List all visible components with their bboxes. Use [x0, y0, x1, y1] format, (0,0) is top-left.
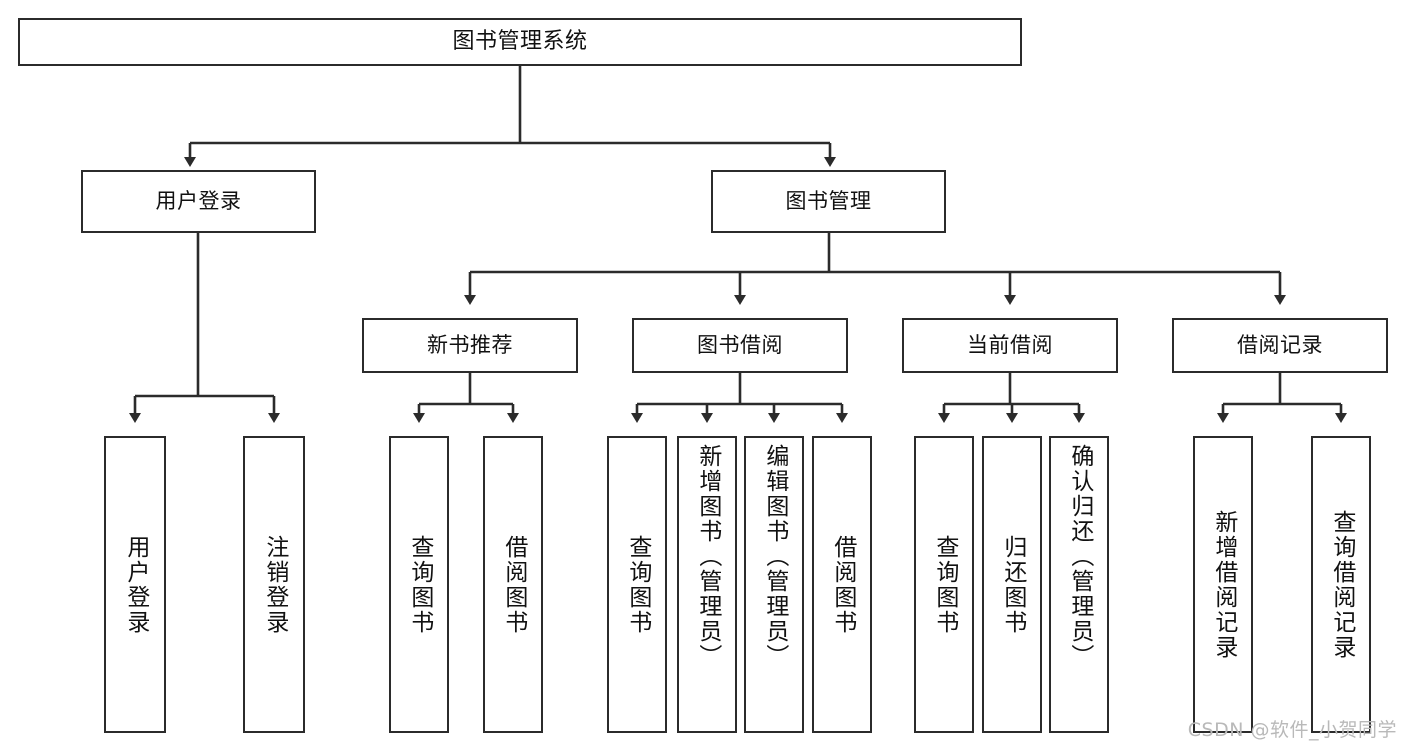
node-leaf-query-record-label: 查询借阅记录: [1328, 509, 1355, 660]
node-new-book-recommend-label: 新书推荐: [427, 333, 513, 358]
node-new-book-recommend[interactable]: 新书推荐: [362, 318, 578, 373]
node-leaf-return-book-label: 归还图书: [999, 534, 1026, 635]
node-book-borrow[interactable]: 图书借阅: [632, 318, 848, 373]
node-book-management-label: 图书管理: [785, 189, 872, 214]
node-leaf-borrow-book-2[interactable]: 借阅图书: [812, 436, 872, 733]
node-leaf-borrow-book-1[interactable]: 借阅图书: [483, 436, 543, 733]
node-user-login-label: 用户登录: [155, 189, 242, 214]
node-leaf-confirm-return[interactable]: 确认归还（管理员）: [1049, 436, 1109, 733]
node-leaf-add-record-label: 新增借阅记录: [1210, 509, 1237, 660]
node-leaf-edit-book-label: 编辑图书（管理员）: [761, 444, 788, 669]
node-leaf-borrow-book-2-label: 借阅图书: [829, 534, 856, 635]
node-leaf-user-login-label: 用户登录: [122, 534, 149, 635]
node-leaf-borrow-book-1-label: 借阅图书: [500, 534, 527, 635]
node-leaf-confirm-return-label: 确认归还（管理员）: [1066, 444, 1093, 669]
node-leaf-edit-book[interactable]: 编辑图书（管理员）: [744, 436, 804, 733]
node-user-login[interactable]: 用户登录: [81, 170, 316, 233]
node-leaf-query-book-3-label: 查询图书: [931, 534, 958, 635]
node-leaf-query-book-1[interactable]: 查询图书: [389, 436, 449, 733]
node-current-borrow-label: 当前借阅: [967, 333, 1053, 358]
node-book-management[interactable]: 图书管理: [711, 170, 946, 233]
node-leaf-query-book-3[interactable]: 查询图书: [914, 436, 974, 733]
node-leaf-query-book-1-label: 查询图书: [406, 534, 433, 635]
node-root-label: 图书管理系统: [452, 29, 588, 55]
node-leaf-return-book[interactable]: 归还图书: [982, 436, 1042, 733]
node-leaf-user-login[interactable]: 用户登录: [104, 436, 166, 733]
node-leaf-add-book-label: 新增图书（管理员）: [694, 444, 721, 669]
node-leaf-add-book[interactable]: 新增图书（管理员）: [677, 436, 737, 733]
node-borrow-record-label: 借阅记录: [1237, 333, 1323, 358]
node-leaf-query-record[interactable]: 查询借阅记录: [1311, 436, 1371, 733]
node-root[interactable]: 图书管理系统: [18, 18, 1022, 66]
node-leaf-user-logout-label: 注销登录: [261, 534, 288, 635]
node-leaf-user-logout[interactable]: 注销登录: [243, 436, 305, 733]
node-book-borrow-label: 图书借阅: [697, 333, 783, 358]
node-borrow-record[interactable]: 借阅记录: [1172, 318, 1388, 373]
node-leaf-add-record[interactable]: 新增借阅记录: [1193, 436, 1253, 733]
node-leaf-query-book-2[interactable]: 查询图书: [607, 436, 667, 733]
node-leaf-query-book-2-label: 查询图书: [624, 534, 651, 635]
node-current-borrow[interactable]: 当前借阅: [902, 318, 1118, 373]
